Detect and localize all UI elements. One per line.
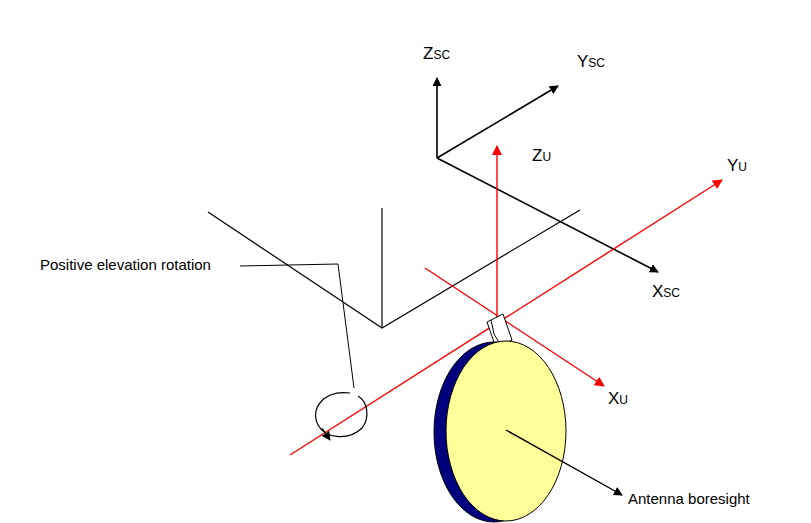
axis-label: ZU (532, 146, 551, 166)
axis-label: YU (727, 156, 747, 176)
axis-label: XU (608, 389, 628, 409)
leader-line (240, 264, 354, 388)
antenna-dish (434, 341, 566, 522)
axis-label: YSC (577, 52, 605, 72)
axis-label: XSC (652, 282, 680, 302)
callout-label: Antenna boresight (628, 490, 750, 508)
spacecraft-axes (437, 78, 658, 272)
axis-label: ZSC (423, 44, 450, 64)
boresight-arrow (506, 430, 622, 495)
spacecraft-body (208, 208, 580, 328)
callout-label: Positive elevation rotation (40, 256, 211, 274)
rotation-arrow (316, 393, 367, 440)
